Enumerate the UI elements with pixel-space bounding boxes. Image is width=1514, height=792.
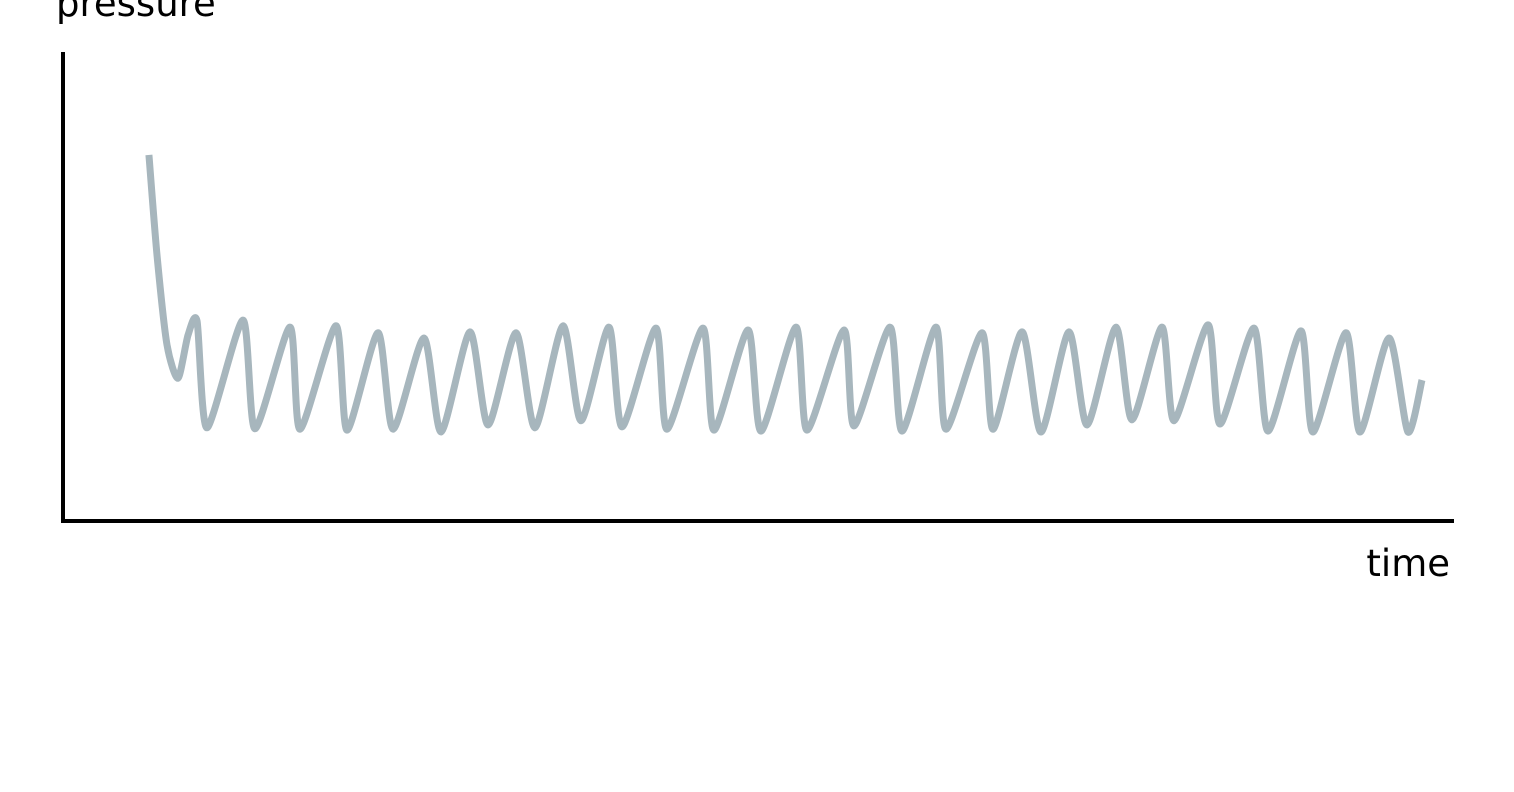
y-axis-label: pressure [56, 0, 216, 25]
x-axis-label: time [1366, 542, 1450, 585]
pressure-series-line [145, 154, 1426, 436]
